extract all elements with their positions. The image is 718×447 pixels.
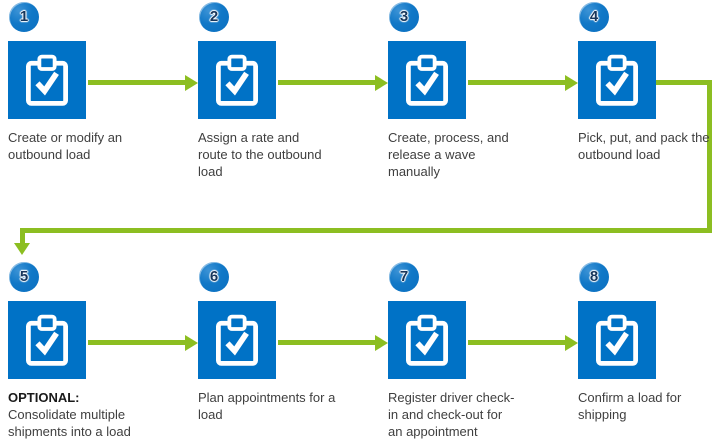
- step-icon-box: [388, 301, 466, 379]
- step-caption: Plan appointments for a load: [198, 390, 336, 422]
- flow-arrow-3-4: [468, 74, 578, 91]
- flow-arrowhead-down-icon: [14, 243, 30, 255]
- clipboard-check-icon: [26, 314, 68, 366]
- step-number-badge: 1: [9, 2, 39, 32]
- step-icon-box: [578, 41, 656, 119]
- optional-label: OPTIONAL:: [8, 390, 80, 405]
- step-caption: Create or modify an outbound load: [8, 130, 123, 162]
- step-icon-box: [198, 41, 276, 119]
- clipboard-check-icon: [406, 54, 448, 106]
- step-icon-box: [198, 301, 276, 379]
- process-step-8: 8 Confirm a load for shipping: [578, 260, 718, 447]
- step-number-badge: 6: [199, 262, 229, 292]
- flow-connector-4-5-drop: [20, 228, 25, 244]
- step-caption: Assign a rate and route to the outbound …: [198, 130, 322, 179]
- flow-arrow-6-7: [278, 334, 388, 351]
- process-step-2: 2 Assign a rate and route to the outboun…: [198, 0, 388, 220]
- step-number-badge: 3: [389, 2, 419, 32]
- flow-arrow-2-3: [278, 74, 388, 91]
- step-caption: Register driver check- in and check-out …: [388, 390, 515, 439]
- step-caption: Pick, put, and pack the outbound load: [578, 130, 710, 162]
- clipboard-check-icon: [26, 54, 68, 106]
- step-number-badge: 4: [579, 2, 609, 32]
- flow-connector-4-5-top: [656, 80, 712, 85]
- clipboard-check-icon: [216, 54, 258, 106]
- step-caption: OPTIONAL: Consolidate multiple shipments…: [8, 390, 131, 439]
- clipboard-check-icon: [216, 314, 258, 366]
- process-step-7: 7 Register driver check- in and check-ou…: [388, 260, 578, 447]
- step-caption: Create, process, and release a wave manu…: [388, 130, 509, 179]
- step-number-badge: 5: [9, 262, 39, 292]
- clipboard-check-icon: [596, 314, 638, 366]
- process-step-4: 4 Pick, put, and pack the outbound load: [578, 0, 718, 220]
- clipboard-check-icon: [406, 314, 448, 366]
- step-number-badge: 2: [199, 2, 229, 32]
- process-step-5: 5 OPTIONAL: Consolidate multiple shipmen…: [8, 260, 198, 447]
- flow-arrow-7-8: [468, 334, 578, 351]
- step-icon-box: [578, 301, 656, 379]
- flow-arrow-1-2: [88, 74, 198, 91]
- step-number-badge: 8: [579, 262, 609, 292]
- flow-arrow-5-6: [88, 334, 198, 351]
- process-step-1: 1 Create or modify an outbound load: [8, 0, 198, 220]
- step-number-badge: 7: [389, 262, 419, 292]
- step-caption: Confirm a load for shipping: [578, 390, 682, 422]
- step-icon-box: [388, 41, 466, 119]
- flow-connector-4-5-across: [20, 228, 707, 233]
- process-step-6: 6 Plan appointments for a load: [198, 260, 388, 447]
- clipboard-check-icon: [596, 54, 638, 106]
- step-icon-box: [8, 41, 86, 119]
- flow-connector-4-5-right: [707, 80, 712, 233]
- step-icon-box: [8, 301, 86, 379]
- process-step-3: 3 Create, process, and release a wave ma…: [388, 0, 578, 220]
